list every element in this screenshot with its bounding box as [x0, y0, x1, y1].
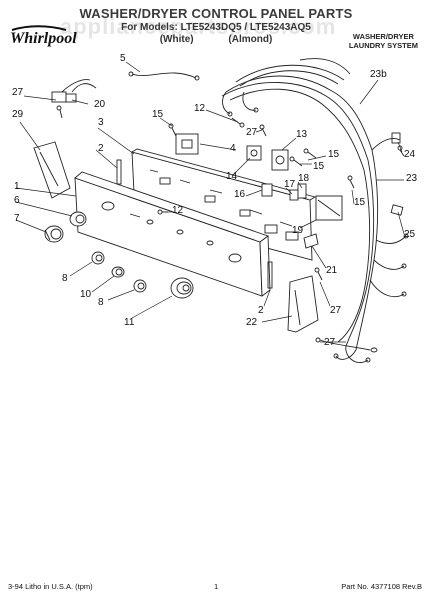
color-almond-label: (Almond)	[228, 34, 273, 45]
clip-25	[390, 204, 404, 216]
footer-page-number: 1	[214, 582, 219, 591]
screw-15-a	[168, 123, 177, 137]
callout-29: 29	[12, 109, 24, 120]
callout-15: 15	[152, 109, 164, 120]
callout-19: 19	[292, 225, 304, 236]
screw-15-e	[397, 145, 405, 157]
switch-18	[297, 183, 307, 199]
callout-27: 27	[246, 127, 258, 138]
callout-16: 16	[234, 189, 246, 200]
callout-21: 21	[326, 265, 338, 276]
end-bracket-29	[33, 141, 71, 199]
screw-27-b	[259, 124, 267, 137]
system-line-1: WASHER/DRYER	[352, 32, 414, 41]
wire-harness-23	[221, 58, 409, 364]
knob-10	[111, 266, 125, 278]
model-numbers: For Models: LTE5243DQ5 / LTE5243AQ5	[121, 22, 311, 33]
end-cap-22	[287, 275, 319, 333]
page-title: WASHER/DRYER CONTROL PANEL PARTS	[79, 6, 353, 21]
color-white-label: (White)	[159, 34, 194, 45]
screw-15-d	[347, 175, 355, 189]
brand-logo: Whirlpool	[10, 30, 77, 47]
callout-15: 15	[354, 197, 366, 208]
console-front-panel	[74, 171, 271, 297]
part-2-rod-lower	[267, 261, 273, 289]
callout-4: 4	[230, 143, 236, 154]
leader-lines	[15, 61, 405, 343]
callout-27: 27	[324, 337, 336, 348]
callout-13: 13	[296, 129, 308, 140]
callout-8: 8	[62, 273, 68, 284]
switch-17	[289, 189, 299, 201]
callout-15: 15	[313, 161, 325, 172]
callout-17: 17	[284, 179, 296, 190]
screw-27-c	[314, 267, 323, 281]
screw-15-b	[289, 156, 303, 167]
screw-27-a	[56, 105, 63, 119]
part-2-rod-upper	[116, 159, 122, 185]
callout-15: 15	[328, 149, 340, 160]
knob-8-lower	[133, 279, 147, 293]
whirlpool-logo-swoosh-icon	[11, 25, 67, 31]
switch-16	[261, 183, 273, 197]
callout-23: 23	[406, 173, 418, 184]
callout-8: 8	[98, 297, 104, 308]
connector-20	[51, 79, 97, 103]
system-line-2: LAUNDRY SYSTEM	[348, 41, 418, 50]
callout-20: 20	[94, 99, 106, 110]
callout-12: 12	[194, 103, 206, 114]
knob-8-upper	[91, 251, 105, 265]
relay-19	[315, 195, 343, 221]
ground-wire-27	[315, 337, 378, 353]
bracket-21	[303, 233, 319, 249]
callout-12: 12	[172, 205, 184, 216]
callout-6: 6	[14, 195, 20, 206]
callout-23b: 23b	[370, 69, 387, 80]
callout-2: 2	[98, 143, 104, 154]
callout-3: 3	[98, 117, 104, 128]
callout-14: 14	[226, 171, 238, 182]
footer-part-number: Part No. 4377108 Rev.B	[341, 582, 422, 591]
callout-27: 27	[330, 305, 342, 316]
callout-5: 5	[120, 53, 126, 64]
callout-1: 1	[14, 181, 20, 192]
callout-11: 11	[124, 317, 135, 328]
system-label: WASHER/DRYER LAUNDRY SYSTEM	[349, 32, 418, 50]
callout-22: 22	[246, 317, 258, 328]
callout-7: 7	[14, 213, 20, 224]
callout-27: 27	[12, 87, 24, 98]
screw-12-a	[231, 117, 245, 128]
model-colors: (White) (Almond)	[0, 34, 432, 45]
callout-24: 24	[404, 149, 416, 160]
knob-11	[170, 277, 194, 299]
footer-litho: 3-94 Litho in U.S.A. (tpm)	[8, 582, 93, 591]
callout-2: 2	[258, 305, 264, 316]
knob-6	[69, 211, 87, 227]
callout-25: 25	[404, 229, 416, 240]
knob-7	[44, 225, 64, 243]
switch-13	[271, 149, 289, 171]
callout-10: 10	[80, 289, 92, 300]
switch-14	[246, 145, 262, 161]
callout-18: 18	[298, 173, 310, 184]
timer-block-4	[175, 133, 199, 155]
screw-15-c	[303, 148, 317, 159]
wire-5	[128, 71, 200, 81]
